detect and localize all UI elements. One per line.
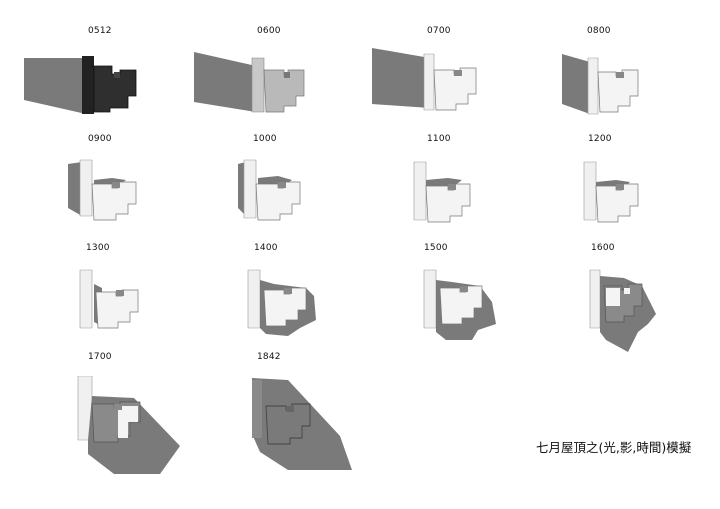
roof-model-1000 [238, 159, 301, 221]
roof-model-1400 [247, 269, 316, 336]
time-label-1600: 1600 [591, 243, 615, 253]
roof-block [91, 65, 137, 113]
roof-model-1700 [77, 376, 180, 474]
roof-model-0900 [68, 159, 137, 221]
roof-model-1200 [583, 161, 639, 223]
figure-caption: 七月屋頂之(光,影,時間)模擬 [536, 440, 692, 455]
parapet-wall [243, 159, 257, 219]
parapet-wall [587, 57, 599, 115]
roof-model-1500 [423, 269, 496, 340]
roof-model-0600 [194, 52, 305, 113]
time-label-0512: 0512 [88, 26, 112, 36]
cast-shadow [372, 48, 430, 108]
time-label-1842: 1842 [257, 352, 281, 362]
parapet-wall [589, 269, 601, 329]
roof-model-1100 [413, 161, 471, 223]
time-label-1100: 1100 [427, 134, 451, 144]
parapet-wall [413, 161, 427, 221]
roof-model-1842 [252, 378, 352, 470]
time-label-0600: 0600 [257, 26, 281, 36]
time-label-1500: 1500 [424, 243, 448, 253]
time-label-0900: 0900 [88, 134, 112, 144]
parapet-wall [583, 161, 597, 221]
roof-model-0800 [562, 54, 639, 115]
cast-shadow [562, 54, 590, 114]
cast-shadow [194, 52, 256, 112]
time-label-1000: 1000 [253, 134, 277, 144]
cast-shadow [68, 162, 82, 216]
time-label-1400: 1400 [254, 243, 278, 253]
parapet-wall [79, 159, 93, 217]
parapet-wall [247, 269, 261, 329]
parapet-wall [423, 53, 435, 111]
parapet-wall [251, 57, 265, 113]
roof-model-0512 [24, 56, 137, 114]
roof-model-1600 [589, 269, 656, 352]
parapet-wall [82, 56, 94, 114]
parapet-wall [423, 269, 437, 329]
parapet-wall [79, 269, 93, 329]
time-label-1700: 1700 [88, 352, 112, 362]
roof-model-1300 [79, 269, 139, 329]
time-label-1200: 1200 [588, 134, 612, 144]
time-label-0700: 0700 [427, 26, 451, 36]
cast-shadow [24, 58, 86, 114]
parapet-wall [252, 380, 262, 438]
time-label-1300: 1300 [86, 243, 110, 253]
roof-model-0700 [372, 48, 477, 111]
time-label-0800: 0800 [587, 26, 611, 36]
